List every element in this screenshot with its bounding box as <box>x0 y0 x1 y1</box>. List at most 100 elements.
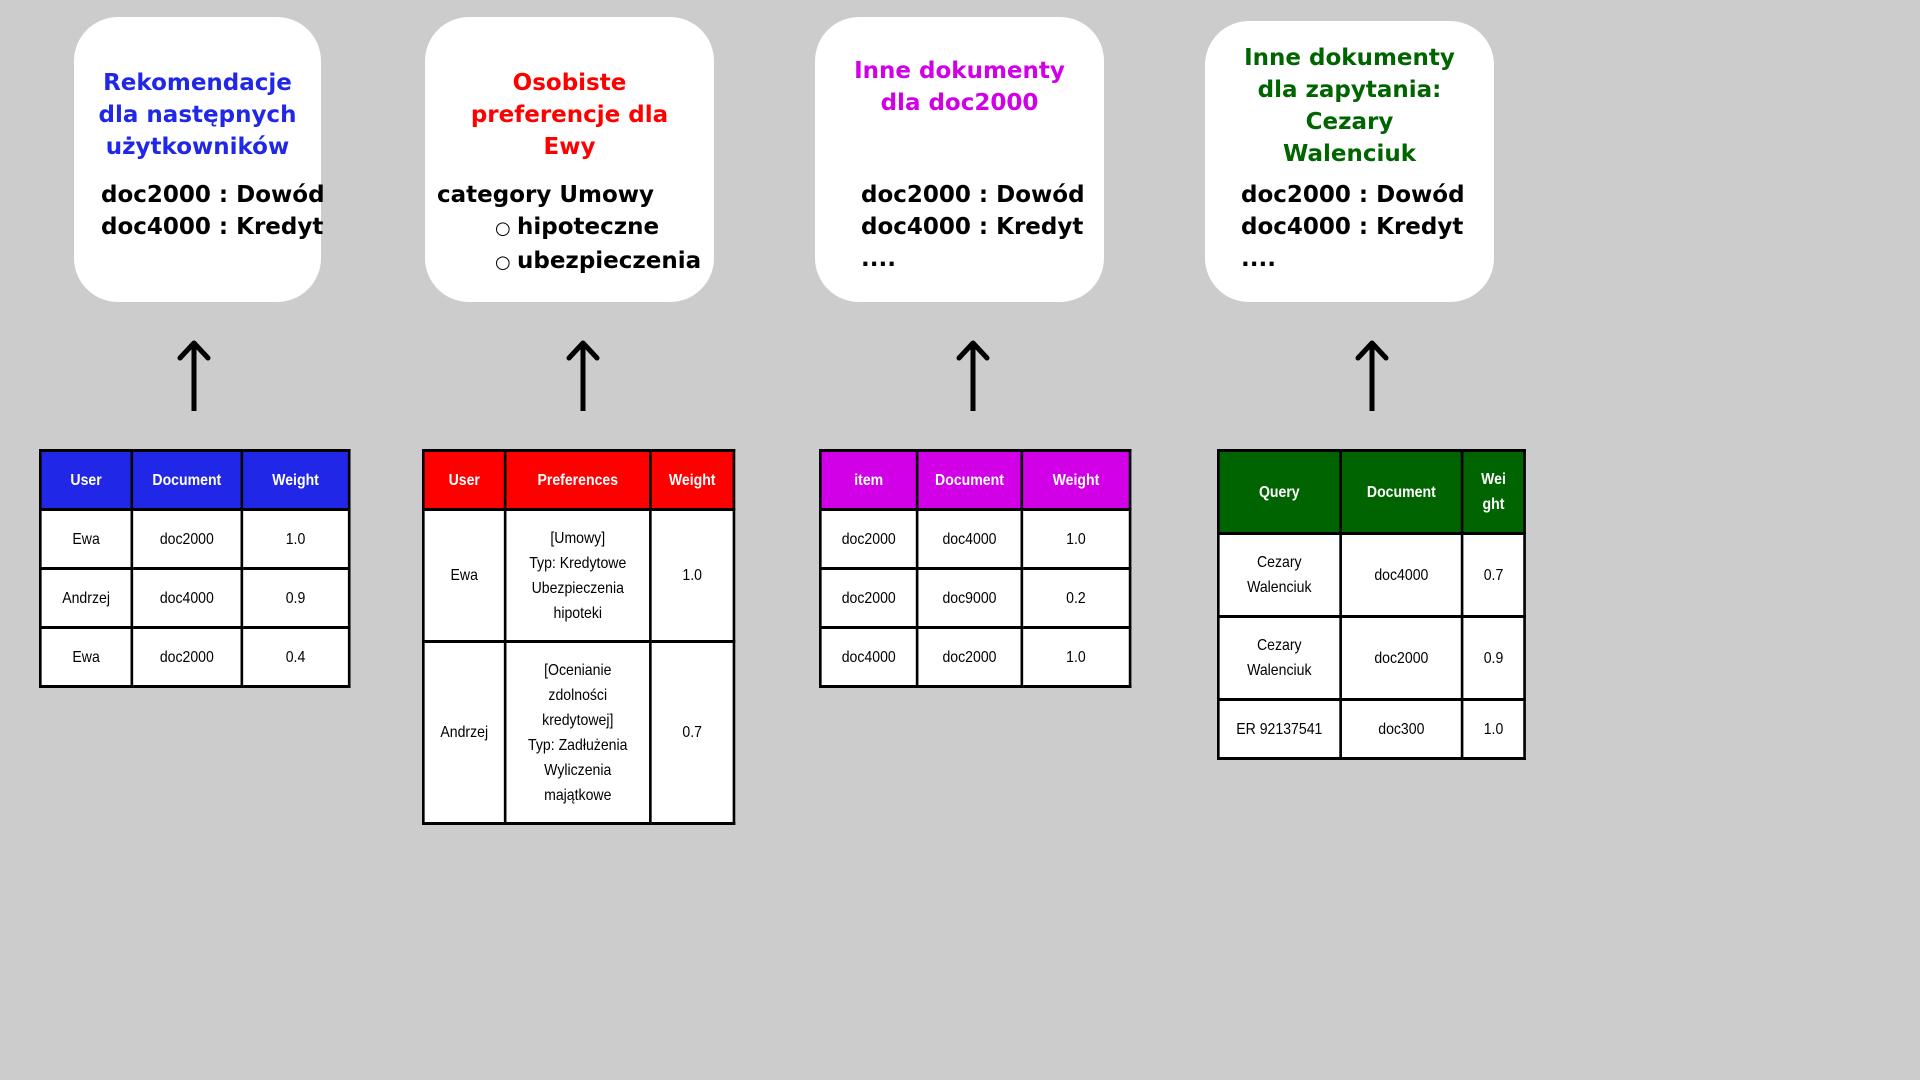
table-row: doc4000 doc2000 1.0 <box>819 626 1132 688</box>
cell-text: Wyliczenia <box>544 761 612 779</box>
table-cell: Ewa <box>38 508 134 570</box>
circle-bullet-icon: ○ <box>495 252 511 273</box>
table-cell: 0.9 <box>240 567 351 629</box>
card-title-line: dla zapytania: <box>1257 77 1442 103</box>
card-title-line: Cezary <box>1305 109 1394 135</box>
table-cell: doc2000 <box>819 567 919 629</box>
card-title-line: preferencje dla <box>470 102 669 128</box>
up-arrow-icon <box>956 340 990 411</box>
up-arrow-icon <box>1355 340 1389 411</box>
card-body: category Umowy ○hipoteczne ○ubezpieczeni… <box>437 179 701 279</box>
cell-text: zdolności <box>548 686 608 704</box>
cell-text: doc4000 <box>942 530 997 548</box>
cell-text: Typ: Zadłużenia <box>528 736 628 754</box>
card-body: doc2000 : Dowód doc4000 : Kredyt .... <box>1241 179 1465 275</box>
table-cell: 0.7 <box>1461 532 1526 618</box>
list-item: ○hipoteczne <box>437 211 701 245</box>
card-line: doc4000 : Kredyt <box>101 214 324 240</box>
table-cell: 0.9 <box>1461 615 1526 701</box>
cell-text: doc300 <box>1378 720 1425 738</box>
card-line: category Umowy <box>437 182 655 208</box>
card-title-line: Ewy <box>543 134 596 160</box>
card-title-line: Inne dokumenty <box>854 58 1065 84</box>
cell-text: Cezary <box>1256 554 1302 571</box>
table-cell: doc2000 <box>819 508 919 570</box>
cell-text: 1.0 <box>1066 648 1086 666</box>
card-body: doc2000 : Dowód doc4000 : Kredyt <box>101 179 325 243</box>
table-cell: 1.0 <box>1461 698 1526 760</box>
cell-text: doc9000 <box>942 589 997 607</box>
card-line: .... <box>1241 246 1276 272</box>
up-arrow-icon <box>566 340 600 411</box>
column-header: Document <box>130 449 244 511</box>
cell-text: doc2000 <box>841 589 896 607</box>
cell-text: Ewa <box>72 530 100 548</box>
table-cell: doc4000 <box>819 626 919 688</box>
cell-text: ER 92137541 <box>1236 720 1323 738</box>
card-line: doc2000 : Dowód <box>101 182 325 208</box>
table-row: ER 92137541 doc300 1.0 <box>1217 698 1526 760</box>
table-cell: doc2000 <box>130 508 244 570</box>
table-cell: 1.0 <box>240 508 351 570</box>
card-title-line: użytkowników <box>105 134 290 160</box>
table-cell: 0.7 <box>649 640 736 825</box>
cell-text: Walenciuk <box>1247 662 1312 679</box>
card-line: doc2000 : Dowód <box>1241 182 1465 208</box>
column-header: Preferences <box>503 449 652 511</box>
cell-text: Andrzej <box>62 589 110 607</box>
card-title-line: dla następnych <box>98 102 297 128</box>
list-item-label: hipoteczne <box>517 214 660 240</box>
card-title: Osobiste preferencje dla Ewy <box>425 67 714 163</box>
table-cell: 0.4 <box>240 626 351 688</box>
column-header: item <box>819 449 919 511</box>
table-cell: doc300 <box>1338 698 1464 760</box>
card-title-line: Walenciuk <box>1282 141 1417 167</box>
card-body: doc2000 : Dowód doc4000 : Kredyt .... <box>861 179 1085 275</box>
cell-text: doc2000 <box>942 648 997 666</box>
card-title-line: Rekomendacje <box>103 70 292 96</box>
cell-text: 1.0 <box>1483 720 1504 738</box>
cell-text: [Umowy] <box>550 529 606 547</box>
personal-preferences-card: Osobiste preferencje dla Ewy category Um… <box>425 17 714 302</box>
table-cell: doc4000 <box>130 567 244 629</box>
column-header: User <box>38 449 134 511</box>
cell-text: Ubezpieczenia <box>531 579 624 597</box>
card-line: .... <box>861 246 896 272</box>
query-documents-card: Inne dokumenty dla zapytania: Cezary Wal… <box>1205 21 1494 302</box>
table-cell: 1.0 <box>1020 626 1132 688</box>
cell-text: Ewa <box>450 567 478 584</box>
card-title-line: Inne dokumenty <box>1244 45 1455 71</box>
table-row: Ewa doc2000 1.0 <box>38 508 351 570</box>
table-cell: 0.2 <box>1020 567 1132 629</box>
column-header: User <box>422 449 507 511</box>
card-title: Inne dokumenty dla doc2000 <box>815 55 1104 119</box>
table-cell: doc4000 <box>1338 532 1464 618</box>
other-documents-card: Inne dokumenty dla doc2000 doc2000 : Dow… <box>815 17 1104 302</box>
column-header: Weight <box>649 449 736 511</box>
cell-text: doc4000 <box>841 648 896 666</box>
column-header: Document <box>1338 449 1464 535</box>
column-header: Weight <box>240 449 351 511</box>
cell-text: 0.2 <box>1066 589 1086 607</box>
recommendations-card: Rekomendacje dla następnych użytkowników… <box>74 17 325 302</box>
table-row: doc2000 doc9000 0.2 <box>819 567 1132 629</box>
cell-text: 0.9 <box>285 589 306 607</box>
cell-text: kredytowej] <box>542 711 614 729</box>
cell-text: hipoteki <box>553 604 603 622</box>
card-title-line: Osobiste <box>512 70 627 96</box>
cell-text: 1.0 <box>285 530 306 548</box>
card-line: doc2000 : Dowód <box>861 182 1085 208</box>
cell-text: 0.7 <box>682 724 702 741</box>
card-line: doc4000 : Kredyt <box>1241 214 1464 240</box>
cell-text: 0.7 <box>1483 566 1504 584</box>
